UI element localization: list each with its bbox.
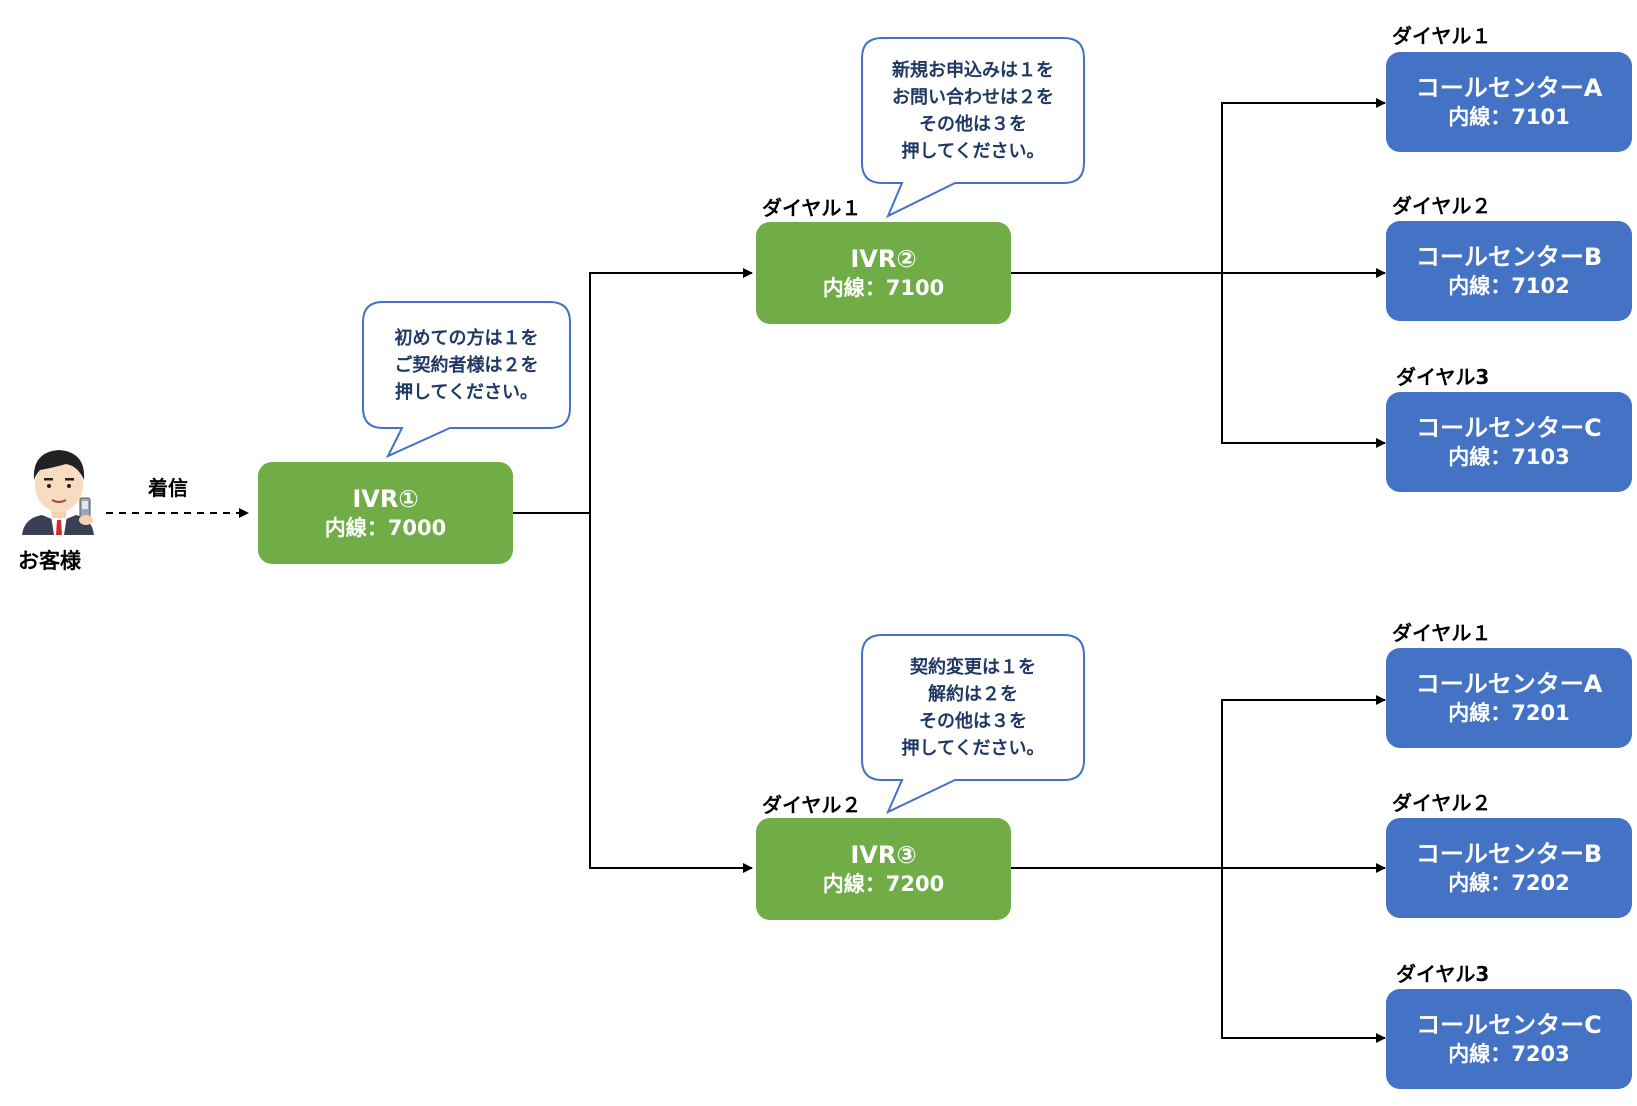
bubble-line: 解約は２を bbox=[928, 683, 1018, 705]
bubble-line: 押してください。 bbox=[901, 737, 1045, 759]
cc-lower-c-node: コールセンターC 内線：7203 bbox=[1386, 989, 1632, 1089]
cc-extension: 内線：7203 bbox=[1448, 1042, 1570, 1066]
ivr3-guidance-bubble: 契約変更は１を 解約は２を その他は３を 押してください。 bbox=[862, 635, 1084, 780]
cc-upper-c-dial-label: ダイヤル3 bbox=[1396, 365, 1490, 389]
cc-lower-c-dial-label: ダイヤル3 bbox=[1396, 962, 1490, 986]
cc-upper-b-node: コールセンターB 内線：7102 bbox=[1386, 221, 1632, 321]
cc-extension: 内線：7101 bbox=[1448, 105, 1570, 129]
bubble-line: その他は３を bbox=[919, 710, 1027, 732]
cc-title: コールセンターA bbox=[1415, 670, 1603, 698]
connector-ivr1-to-ivr3 bbox=[589, 513, 753, 873]
ivr1-node: IVR① 内線：7000 bbox=[258, 462, 513, 564]
connector-ivr3-to-cc-c bbox=[1221, 868, 1386, 1043]
ivr1-extension: 内線：7000 bbox=[324, 516, 447, 540]
ivr2-title: IVR② bbox=[850, 245, 917, 273]
bubble-line: 新規お申込みは１を bbox=[892, 59, 1054, 81]
ivr2-node: IVR② 内線：7100 bbox=[756, 222, 1011, 324]
bubble3-shape bbox=[861, 634, 1085, 815]
ivr2-guidance-bubble: 新規お申込みは１を お問い合わせは２を その他は３を 押してください。 bbox=[862, 38, 1084, 183]
ivr3-dial-label: ダイヤル２ bbox=[762, 793, 862, 817]
bubble-line: 契約変更は１を bbox=[910, 656, 1036, 678]
bubble-line: 押してください。 bbox=[395, 381, 538, 403]
cc-title: コールセンターA bbox=[1415, 74, 1603, 102]
cc-title: コールセンターB bbox=[1415, 840, 1603, 868]
cc-upper-b-dial-label: ダイヤル２ bbox=[1392, 194, 1492, 218]
cc-title: コールセンターB bbox=[1415, 243, 1603, 271]
ivr3-node: IVR③ 内線：7200 bbox=[756, 818, 1011, 920]
connector-ivr2-to-cc-c bbox=[1221, 273, 1386, 448]
cc-upper-c-node: コールセンターC 内線：7103 bbox=[1386, 392, 1632, 492]
bubble1-shape bbox=[362, 301, 571, 459]
ivr1-guidance-bubble: 初めての方は１を ご契約者様は２を 押してください。 bbox=[363, 302, 570, 428]
cc-title: コールセンターC bbox=[1416, 1011, 1602, 1039]
ivr1-title: IVR① bbox=[352, 485, 419, 513]
connector-ivr1-to-ivr2 bbox=[513, 268, 753, 514]
cc-upper-a-dial-label: ダイヤル１ bbox=[1392, 24, 1492, 48]
ivr2-dial-label: ダイヤル１ bbox=[762, 196, 862, 220]
businessman-phone-icon bbox=[22, 450, 94, 535]
bubble-line: 初めての方は１を bbox=[394, 327, 539, 349]
bubble-line: その他は３を bbox=[919, 113, 1027, 135]
bubble-line: ご契約者様は２を bbox=[394, 354, 539, 376]
cc-extension: 内線：7103 bbox=[1448, 445, 1570, 469]
ivr2-extension: 内線：7100 bbox=[822, 276, 945, 300]
cc-title: コールセンターC bbox=[1416, 414, 1602, 442]
bubble-line: 押してください。 bbox=[901, 140, 1045, 162]
cc-lower-a-dial-label: ダイヤル１ bbox=[1392, 621, 1492, 645]
cc-lower-a-node: コールセンターA 内線：7201 bbox=[1386, 648, 1632, 748]
ivr3-extension: 内線：7200 bbox=[822, 872, 945, 896]
connector-ivr2-to-cc-a bbox=[1011, 98, 1386, 274]
cc-lower-b-node: コールセンターB 内線：7202 bbox=[1386, 818, 1632, 918]
incoming-label: 着信 bbox=[148, 476, 188, 500]
cc-upper-a-node: コールセンターA 内線：7101 bbox=[1386, 52, 1632, 152]
connector-ivr3-to-cc-a bbox=[1011, 695, 1386, 869]
bubble2-shape bbox=[861, 37, 1085, 219]
customer-label: お客様 bbox=[18, 549, 81, 573]
cc-extension: 内線：7202 bbox=[1448, 871, 1570, 895]
cc-lower-b-dial-label: ダイヤル２ bbox=[1392, 791, 1492, 815]
cc-extension: 内線：7102 bbox=[1448, 274, 1570, 298]
ivr3-title: IVR③ bbox=[850, 841, 917, 869]
bubble-line: お問い合わせは２を bbox=[892, 86, 1054, 108]
cc-extension: 内線：7201 bbox=[1448, 701, 1570, 725]
